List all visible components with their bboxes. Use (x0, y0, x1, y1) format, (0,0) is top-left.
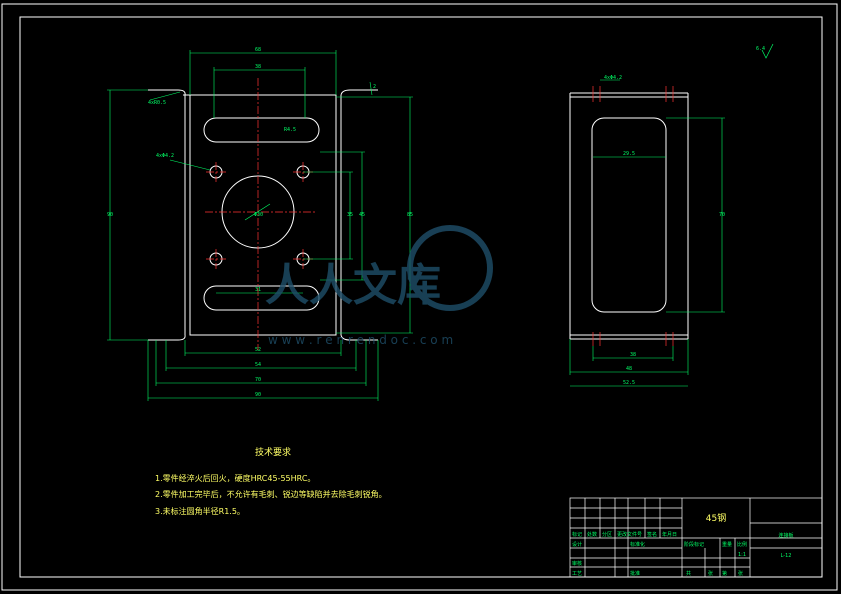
cell-date: 年月日 (662, 531, 677, 538)
roughness-value: 6.4 (756, 46, 765, 52)
cell-mark: 标记 (572, 531, 582, 538)
cell-process: 工艺 (572, 571, 582, 577)
cell-stage: 阶段标记 (684, 541, 704, 548)
drawing-number: L-12 (781, 553, 792, 559)
dim-height-overall: 90 (107, 212, 113, 218)
watermark: 人人文库 w w w . r e n r e n d o c . c o m (265, 225, 493, 347)
side-dimension-labels: 4xΦ4.2 29.5 70 38 48 52.5 (604, 75, 725, 386)
cell-review: 审核 (572, 560, 582, 567)
dim-width-top: 68 (255, 47, 261, 53)
inner-border (19, 16, 823, 578)
cell-approve: 批准 (630, 570, 640, 577)
outer-border (1, 3, 838, 591)
dim-base-90: 90 (255, 392, 261, 398)
side-slot-width: 29.5 (623, 151, 635, 157)
tech-item-3: 3.未标注圆角半径R1.5。 (155, 506, 245, 516)
side-w48: 48 (626, 366, 632, 372)
dim-base-54: 54 (255, 362, 261, 368)
front-dimension-labels: 68 38 4xR0.5 2 R4.5 4xΦ4.2 Φ30 35 45 85 … (107, 47, 413, 398)
dim-slot-width: 38 (255, 64, 261, 70)
cell-zone: 分区 (602, 531, 612, 538)
side-slot-height: 70 (719, 212, 725, 218)
side-view (569, 92, 689, 340)
dim-base-70: 70 (255, 377, 261, 383)
cell-design: 设计 (572, 541, 582, 548)
dim-hole-spacing-v2: 45 (359, 212, 365, 218)
side-hole-spec: 4xΦ4.2 (604, 75, 622, 81)
tech-title: 技术要求 (255, 446, 291, 458)
front-dimension-lines (107, 50, 413, 401)
side-w38: 38 (630, 352, 636, 358)
dim-hole-spacing-v: 35 (347, 212, 353, 218)
dim-base-52: 52 (255, 347, 261, 353)
dim-thickness: 2 (373, 84, 376, 90)
dim-height-inner: 85 (407, 212, 413, 218)
side-dimension-lines (569, 79, 725, 387)
tech-item-1: 1.零件经淬火后回火，硬度HRC45-55HRC。 (155, 473, 315, 483)
cell-sheet2: 张 (708, 570, 713, 577)
roughness-symbol (761, 43, 774, 59)
tech-item-2: 2.零件加工完毕后，不允许有毛刺、锐边等缺陷并去除毛刺锐角。 (155, 489, 387, 499)
watermark-brand: 人人文库 (265, 260, 441, 311)
dim-hole-spacing-h: 31 (255, 287, 261, 293)
dim-bend-radius: 4xR0.5 (148, 100, 166, 106)
dim-center-hole: Φ30 (254, 212, 263, 218)
title-block-text: 45钢 连接板 L-12 标记 处数 分区 更改文件号 签名 年月日 设计 标准… (572, 512, 794, 577)
cell-scale-value: 1:1 (738, 552, 746, 558)
cell-standard: 标准化 (630, 541, 645, 548)
dim-hole-spec: 4xΦ4.2 (156, 153, 174, 159)
part-name: 连接板 (778, 532, 793, 539)
cell-page: 第 (722, 570, 727, 577)
side-centerlines (592, 86, 674, 346)
tech-requirements: 技术要求 1.零件经淬火后回火，硬度HRC45-55HRC。 2.零件加工完毕后… (155, 446, 387, 516)
cell-count: 处数 (587, 531, 597, 538)
material-label: 45钢 (706, 512, 726, 524)
cell-sheet: 共 (686, 570, 691, 577)
side-w55: 52.5 (623, 380, 635, 386)
cell-scale: 比例 (737, 541, 747, 548)
cell-page2: 张 (738, 570, 743, 577)
cell-weight: 重量 (722, 541, 732, 548)
title-block (569, 497, 823, 578)
dim-slot-radius: R4.5 (284, 127, 296, 133)
cell-change-no: 更改文件号 (617, 531, 642, 538)
cell-sign: 签名 (647, 531, 657, 538)
watermark-url: w w w . r e n r e n d o c . c o m (268, 333, 453, 347)
